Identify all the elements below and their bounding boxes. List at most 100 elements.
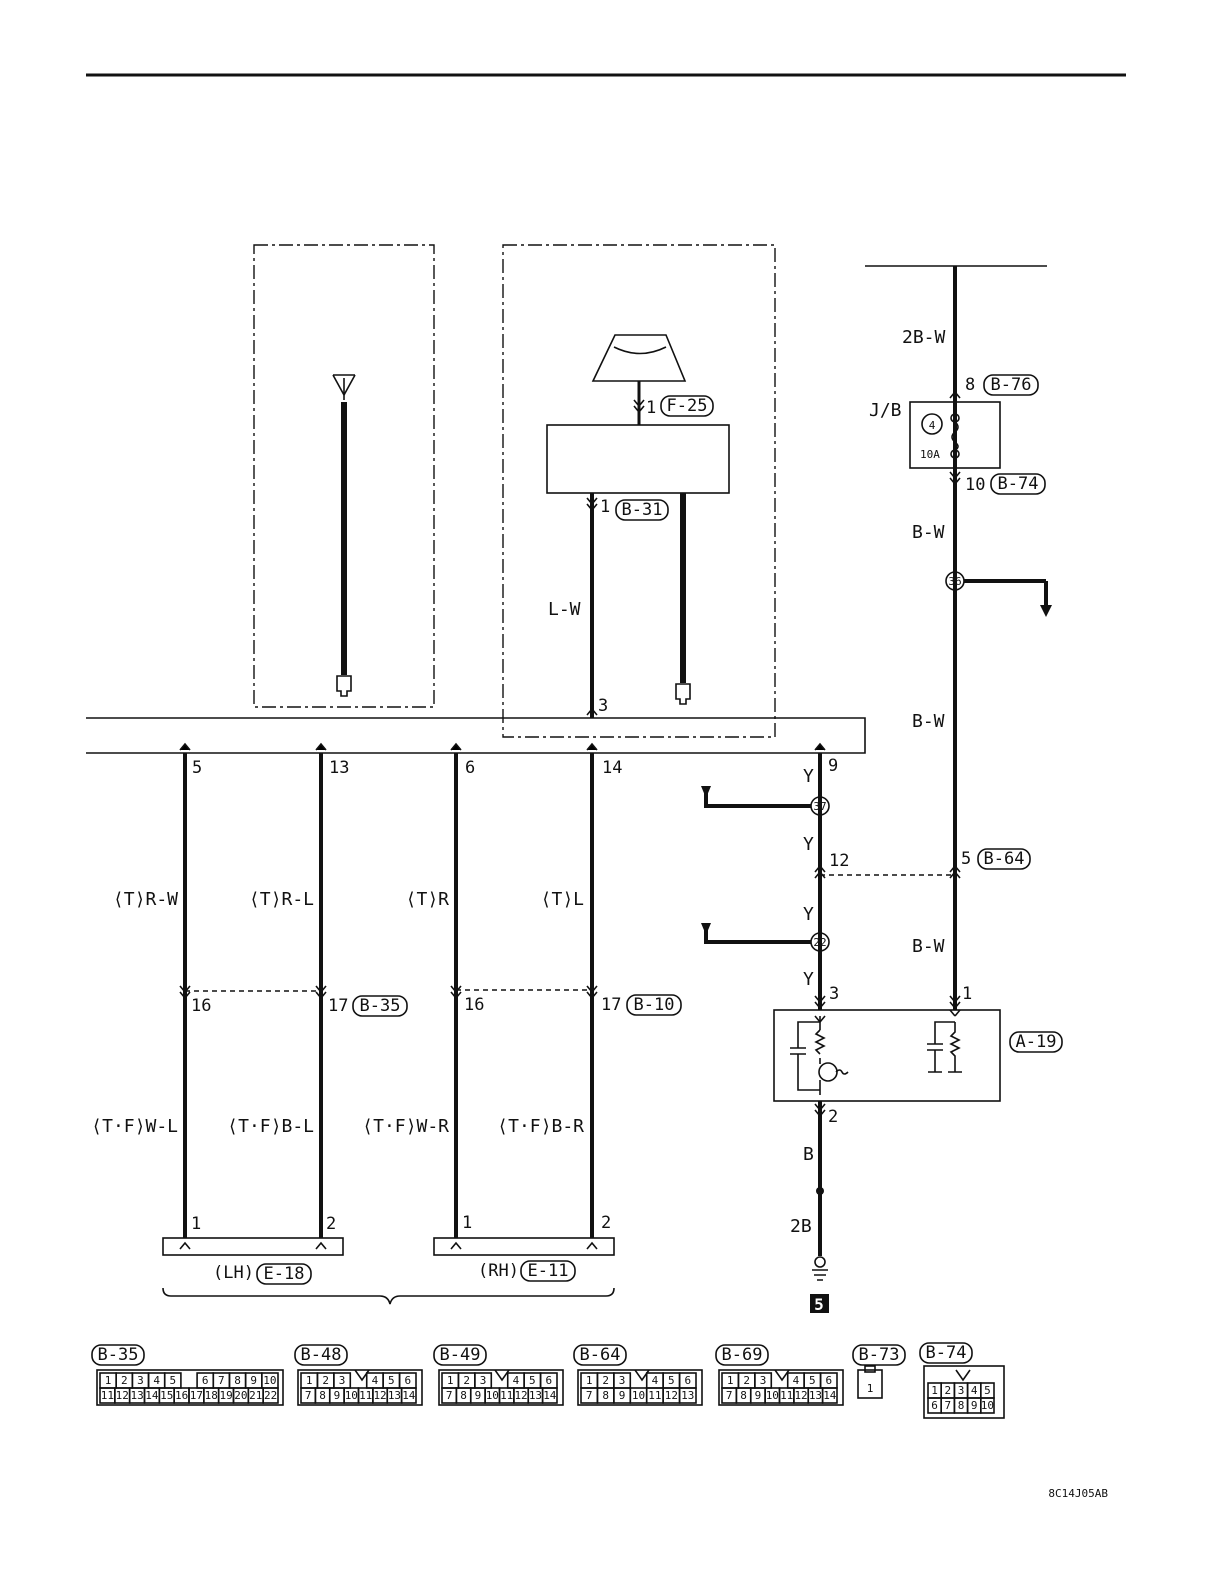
connector-pin-number: 4: [652, 1374, 659, 1387]
connector-pin-number: 1: [586, 1374, 593, 1387]
connector-pin-number: 6: [825, 1374, 832, 1387]
connector-pin-number: 14: [543, 1389, 557, 1402]
svg-text:1: 1: [600, 497, 610, 517]
conn-b31-label: B-31: [622, 500, 663, 520]
wire-label-trw: ⟨T⟩R-W: [113, 889, 178, 910]
connector-pin-number: 9: [971, 1399, 978, 1412]
arrow-branch-icon: [701, 923, 711, 935]
svg-text:B-W: B-W: [912, 711, 945, 732]
svg-text:2: 2: [828, 1107, 838, 1127]
conn-tag-a19: [1009, 1031, 1063, 1053]
svg-text:2B-W: 2B-W: [902, 327, 946, 348]
connector-pin-number: 2: [121, 1374, 128, 1387]
svg-text:B-W: B-W: [912, 522, 945, 543]
speaker-brace: [162, 1287, 615, 1305]
conn-tag-b76: [983, 374, 1039, 396]
connector-pin-number: 2: [944, 1384, 951, 1397]
svg-text:B-48: B-48: [301, 1345, 342, 1365]
fuse-icon: [951, 421, 959, 451]
svg-text:16: 16: [191, 996, 211, 1016]
svg-text:17: 17: [328, 996, 348, 1016]
svg-text:A-19: A-19: [1016, 1032, 1057, 1052]
connector-b74: B-74: [919, 1342, 1005, 1419]
svg-text:B-73: B-73: [859, 1345, 900, 1365]
display-face: [613, 346, 667, 355]
svg-text:B-49: B-49: [440, 1345, 481, 1365]
connector-pin-number: 9: [755, 1389, 762, 1402]
svg-text:36: 36: [948, 575, 961, 588]
conn-tag-e11: [520, 1260, 576, 1282]
connector-b35: B-35: [91, 1344, 284, 1406]
connector-pin-number: 7: [218, 1374, 225, 1387]
svg-text:E-11: E-11: [528, 1261, 569, 1281]
arrow-branch-icon: [701, 786, 711, 798]
svg-text:E-18: E-18: [264, 1264, 305, 1284]
connector-pin-number: 8: [602, 1389, 609, 1402]
speaker-lh: [162, 1237, 344, 1256]
connector-pin-number: 11: [500, 1389, 513, 1402]
ignition-circuit-icon: [790, 1009, 962, 1095]
conn-tag-b64: [977, 848, 1031, 870]
diagram-code: 8C14J05AB: [1048, 1487, 1108, 1500]
connector-pin-number: 8: [740, 1389, 747, 1402]
svg-text:B-64: B-64: [984, 849, 1025, 869]
connector-pin-number: 5: [809, 1374, 816, 1387]
connector-pin-number: 5: [984, 1384, 991, 1397]
connector-pin-number: 6: [684, 1374, 691, 1387]
connector-pin-number: 3: [339, 1374, 346, 1387]
svg-text:B-35: B-35: [98, 1345, 139, 1365]
connector-pin-number: 10: [632, 1389, 645, 1402]
connector-pin-number: 4: [971, 1384, 978, 1397]
connector-pin-number: 8: [460, 1389, 467, 1402]
connector-pin-number: 17: [190, 1389, 203, 1402]
connector-pin-number: 9: [475, 1389, 482, 1402]
connector-pin-number: 8: [234, 1374, 241, 1387]
connector-pin-number: 3: [760, 1374, 767, 1387]
connector-pin-cell: [979, 1397, 995, 1414]
connector-pin-number: 9: [619, 1389, 626, 1402]
connector-pin-number: 2: [322, 1374, 329, 1387]
connector-pin-number: 2: [602, 1374, 609, 1387]
connector-pin-number: 13: [130, 1389, 143, 1402]
svg-text:5: 5: [192, 758, 202, 778]
connector-b64: B-64: [573, 1344, 703, 1406]
connector-pin-number: 7: [586, 1389, 593, 1402]
ignition-component-a19: [773, 1009, 1001, 1102]
connector-pin-number: 3: [480, 1374, 487, 1387]
connector-pin-number: 2: [463, 1374, 470, 1387]
svg-text:6: 6: [465, 758, 475, 778]
connector-pin-number: 12: [794, 1389, 807, 1402]
wire-label-tfwl: ⟨T·F⟩W-L: [91, 1116, 178, 1137]
connector-pin-number: 5: [170, 1374, 177, 1387]
connector-pin-number: 6: [404, 1374, 411, 1387]
conn-tag-f25: [660, 395, 714, 417]
wire-label-trl: ⟨T⟩R-L: [249, 889, 314, 910]
connector-pin-number: 3: [137, 1374, 144, 1387]
connector-pin-number: 1: [931, 1384, 938, 1397]
connector-pin-number: 13: [388, 1389, 401, 1402]
connector-pin-number: 4: [372, 1374, 379, 1387]
svg-text:B-74: B-74: [926, 1343, 967, 1363]
svg-text:(RH): (RH): [478, 1261, 519, 1281]
svg-text:B-76: B-76: [991, 375, 1032, 395]
connector-pin-number: 14: [145, 1389, 159, 1402]
connector-pin-number: 11: [101, 1389, 114, 1402]
speaker-wires: [179, 742, 826, 1238]
svg-text:1: 1: [962, 984, 972, 1004]
connector-pin-number: 10: [981, 1399, 994, 1412]
wire-label-tfbl: ⟨T·F⟩B-L: [227, 1116, 314, 1137]
connector-pin-number: 14: [823, 1389, 837, 1402]
svg-text:B-W: B-W: [912, 936, 945, 957]
conn-tag-b35: [352, 995, 408, 1017]
connector-pin-number: 22: [264, 1389, 277, 1402]
connector-pin-number: 20: [234, 1389, 247, 1402]
svg-text:17: 17: [601, 995, 621, 1015]
connector-pin-number: 9: [250, 1374, 257, 1387]
svg-text:13: 13: [329, 758, 349, 778]
conn-tag-b74: [990, 473, 1046, 495]
arrow-down-icon: [1040, 605, 1052, 617]
svg-text:B-10: B-10: [634, 995, 675, 1015]
svg-text:8: 8: [965, 375, 975, 395]
connector-pin-number: 8: [958, 1399, 965, 1412]
connector-pin-number: 5: [668, 1374, 675, 1387]
